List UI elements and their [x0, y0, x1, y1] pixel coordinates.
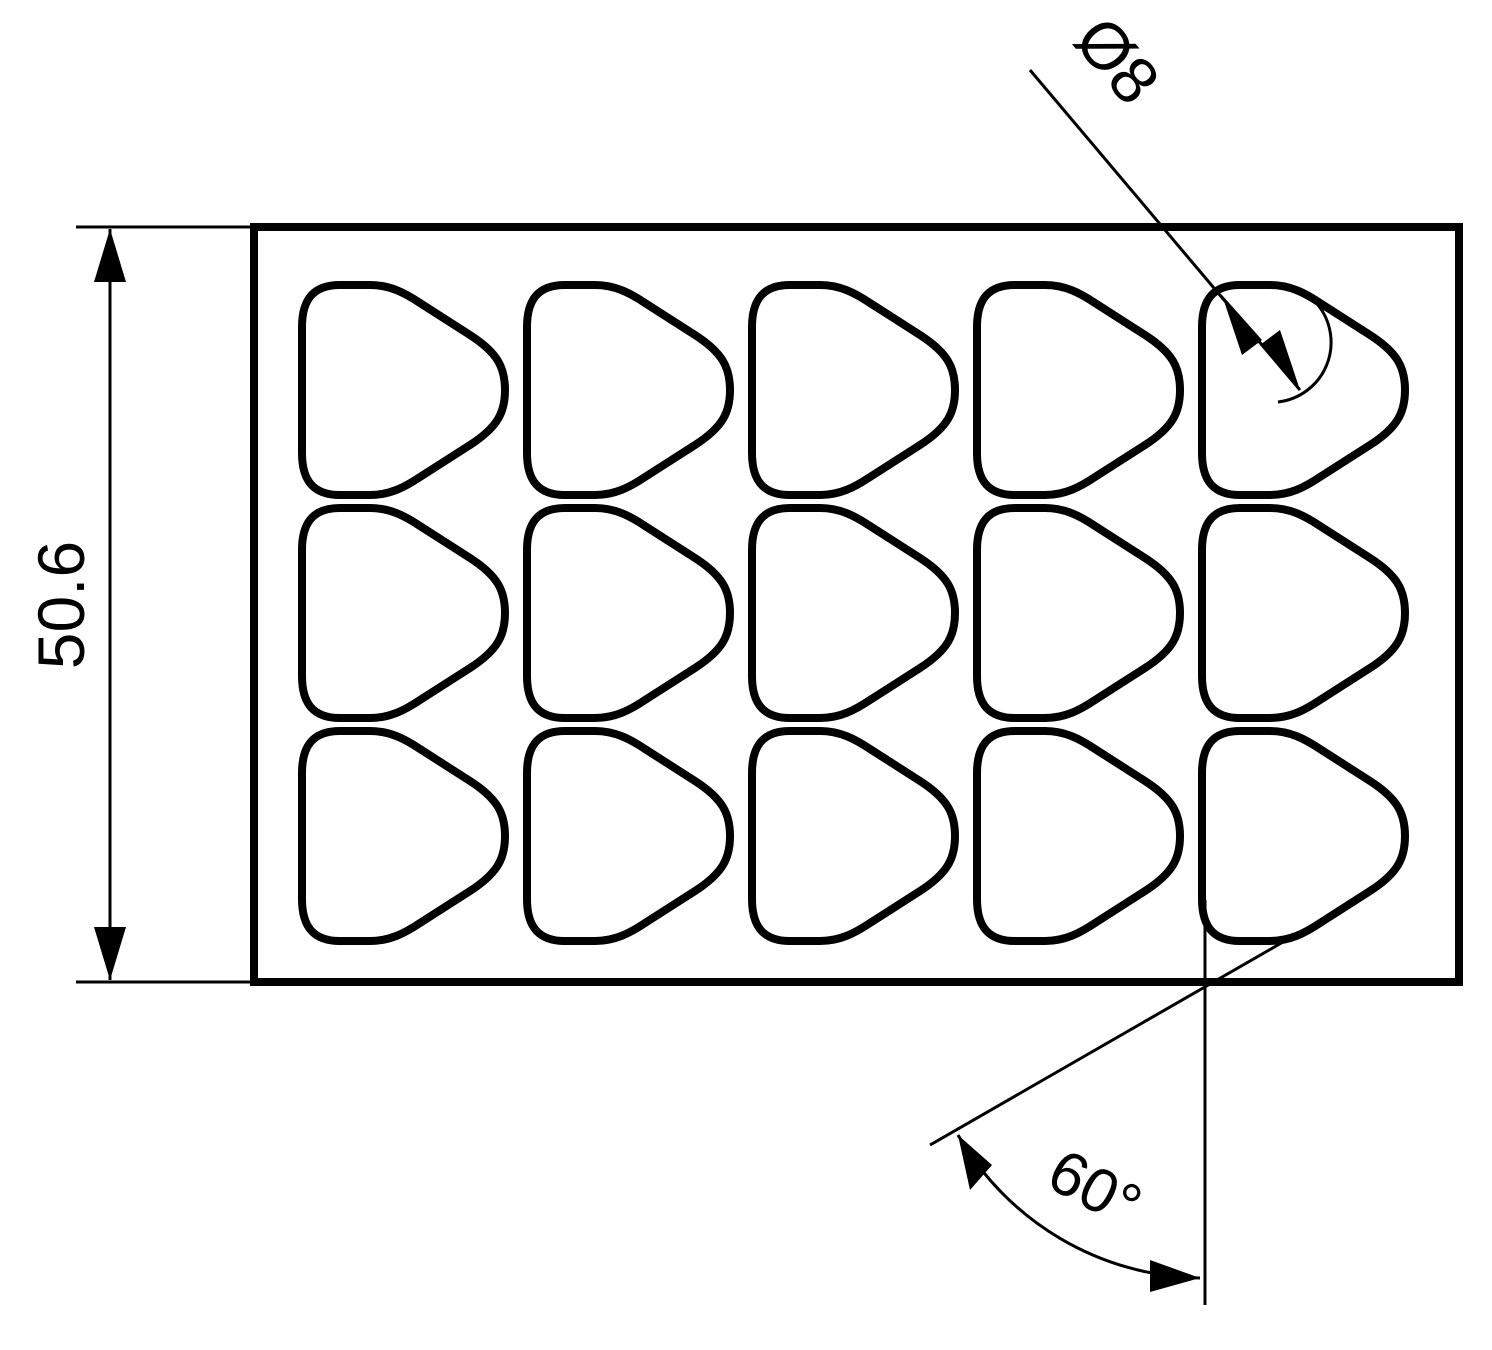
- cell-r3-c4: [973, 727, 1184, 945]
- diameter-arrow-lower: [1260, 330, 1300, 390]
- cell-r1-c2: [523, 281, 734, 499]
- cell-r3-c1: [298, 727, 509, 945]
- cell-r1-c1: [298, 281, 509, 499]
- arrow-down: [94, 927, 126, 980]
- angle-dimension-label: 60°: [1037, 1136, 1152, 1241]
- cell-grid: [298, 281, 1409, 945]
- height-dimension: 50.6: [24, 225, 250, 984]
- arrow-up: [94, 229, 126, 282]
- cell-r2-c5: [1198, 504, 1409, 722]
- cell-r3-c2: [523, 727, 734, 945]
- cell-r1-c5: [1198, 281, 1409, 499]
- angle-arrow-right: [1150, 1260, 1200, 1292]
- diameter-dimension: Ø8: [1028, 3, 1333, 404]
- cell-r3-c3: [748, 727, 959, 945]
- cell-r1-c4: [973, 281, 1184, 499]
- cell-r2-c1: [298, 504, 509, 722]
- plate-outline: [250, 223, 1463, 986]
- angle-slanted-line: [929, 936, 1291, 1147]
- cell-r2-c4: [973, 504, 1184, 722]
- diameter-arrow-upper: [1222, 295, 1262, 355]
- height-dimension-label: 50.6: [24, 541, 98, 669]
- angle-dimension: 60°: [929, 900, 1291, 1305]
- angle-arrow-left: [958, 1135, 992, 1190]
- diameter-arc: [1277, 304, 1333, 404]
- cell-r2-c2: [523, 504, 734, 722]
- diameter-dimension-label: Ø8: [1061, 3, 1174, 118]
- cell-r2-c3: [748, 504, 959, 722]
- cell-r1-c3: [748, 281, 959, 499]
- cell-r3-c5: [1198, 727, 1409, 945]
